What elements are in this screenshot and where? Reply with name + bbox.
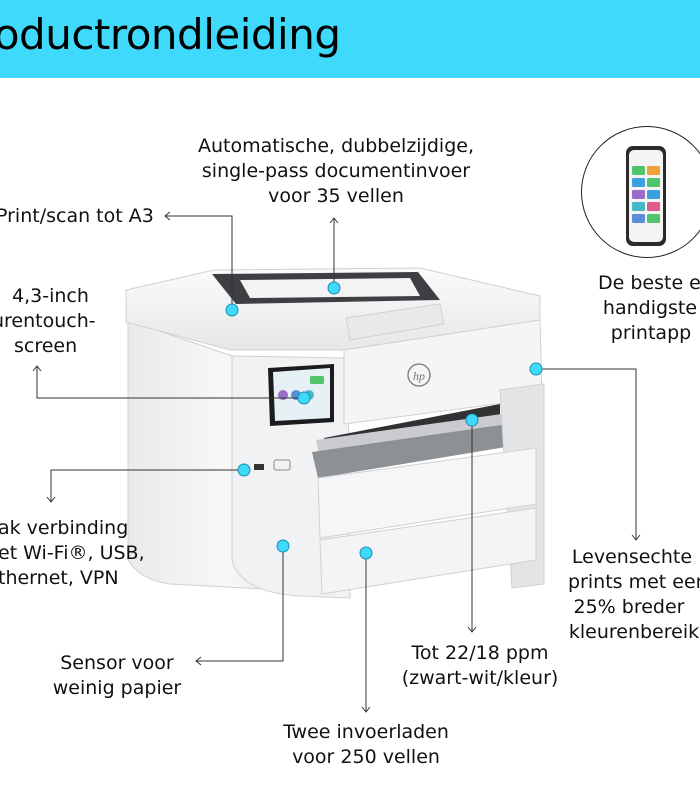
page-title: roductrondleiding bbox=[0, 10, 341, 59]
label-touchscreen: 4,3-inch urentouch- screen bbox=[0, 285, 96, 357]
svg-text:hp: hp bbox=[413, 369, 425, 383]
hp-logo-icon: hp bbox=[407, 363, 431, 387]
label-adf: Automatische, dubbelzijdige,single-pass … bbox=[197, 135, 474, 207]
callout-dot-icon bbox=[225, 281, 543, 560]
title-banner: roductrondleiding bbox=[0, 0, 700, 78]
label-printapp: De beste e handigste printapp bbox=[598, 272, 700, 344]
label-a3: Print/scan tot A3 bbox=[0, 205, 154, 227]
arrow-head-icon bbox=[32, 211, 641, 713]
label-ppm: Tot 22/18 ppm(zwart-wit/kleur) bbox=[401, 642, 559, 689]
label-color-gamut: Levensechte prints met een 25% breder kl… bbox=[568, 546, 700, 643]
printer-body bbox=[125, 267, 545, 599]
callout-lines bbox=[36, 215, 637, 712]
smartphone-icon bbox=[626, 146, 666, 246]
